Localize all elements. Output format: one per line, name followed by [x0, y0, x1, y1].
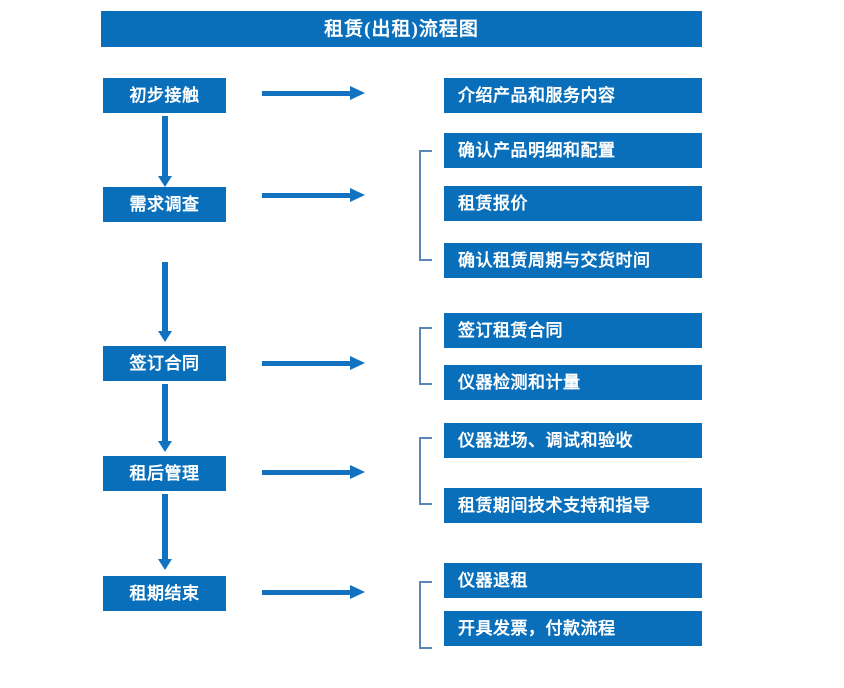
arrow-right-icon-1 [262, 85, 365, 101]
arrow-right-icon-4 [262, 464, 365, 480]
arrow-shaft [262, 193, 352, 198]
arrow-right-icon-5 [262, 584, 365, 600]
stage-box-2[interactable]: 需求调查 [103, 187, 226, 222]
arrow-head [158, 559, 172, 570]
arrow-down-icon-1 [158, 116, 172, 187]
arrow-down-icon-3 [158, 384, 172, 452]
arrow-shaft [162, 262, 168, 331]
detail-box-2-2[interactable]: 租赁报价 [444, 186, 702, 221]
detail-box-4-2[interactable]: 租赁期间技术支持和指导 [444, 488, 702, 523]
arrow-head [350, 585, 365, 599]
arrow-shaft [262, 590, 352, 595]
stage-box-3[interactable]: 签订合同 [103, 346, 226, 381]
arrow-right-icon-3 [262, 355, 365, 371]
arrow-shaft [162, 384, 168, 441]
arrow-head [158, 331, 172, 342]
stage-box-5[interactable]: 租期结束 [103, 576, 226, 611]
arrow-head [158, 441, 172, 452]
arrow-shaft [262, 470, 352, 475]
group-bracket-5 [419, 581, 432, 649]
arrow-down-icon-2 [158, 262, 172, 342]
diagram-title: 租赁(出租)流程图 [101, 11, 702, 47]
detail-box-2-3[interactable]: 确认租赁周期与交货时间 [444, 243, 702, 278]
arrow-head [350, 188, 365, 202]
arrow-head [350, 86, 365, 100]
group-bracket-3 [419, 327, 432, 385]
group-bracket-4 [419, 437, 432, 505]
detail-box-2-1[interactable]: 确认产品明细和配置 [444, 133, 702, 168]
detail-box-1-1[interactable]: 介绍产品和服务内容 [444, 78, 702, 113]
detail-box-3-2[interactable]: 仪器检测和计量 [444, 365, 702, 400]
detail-box-5-1[interactable]: 仪器退租 [444, 563, 702, 598]
stage-box-4[interactable]: 租后管理 [103, 456, 226, 491]
arrow-shaft [262, 361, 352, 366]
detail-box-4-1[interactable]: 仪器进场、调试和验收 [444, 423, 702, 458]
detail-box-5-2[interactable]: 开具发票，付款流程 [444, 611, 702, 646]
stage-box-1[interactable]: 初步接触 [103, 78, 226, 113]
arrow-shaft [262, 91, 352, 96]
detail-box-3-1[interactable]: 签订租赁合同 [444, 313, 702, 348]
group-bracket-2 [419, 150, 432, 261]
arrow-down-icon-4 [158, 494, 172, 570]
arrow-shaft [162, 116, 168, 176]
arrow-shaft [162, 494, 168, 559]
arrow-head [350, 356, 365, 370]
arrow-head [350, 465, 365, 479]
arrow-right-icon-2 [262, 187, 365, 203]
arrow-head [158, 176, 172, 187]
